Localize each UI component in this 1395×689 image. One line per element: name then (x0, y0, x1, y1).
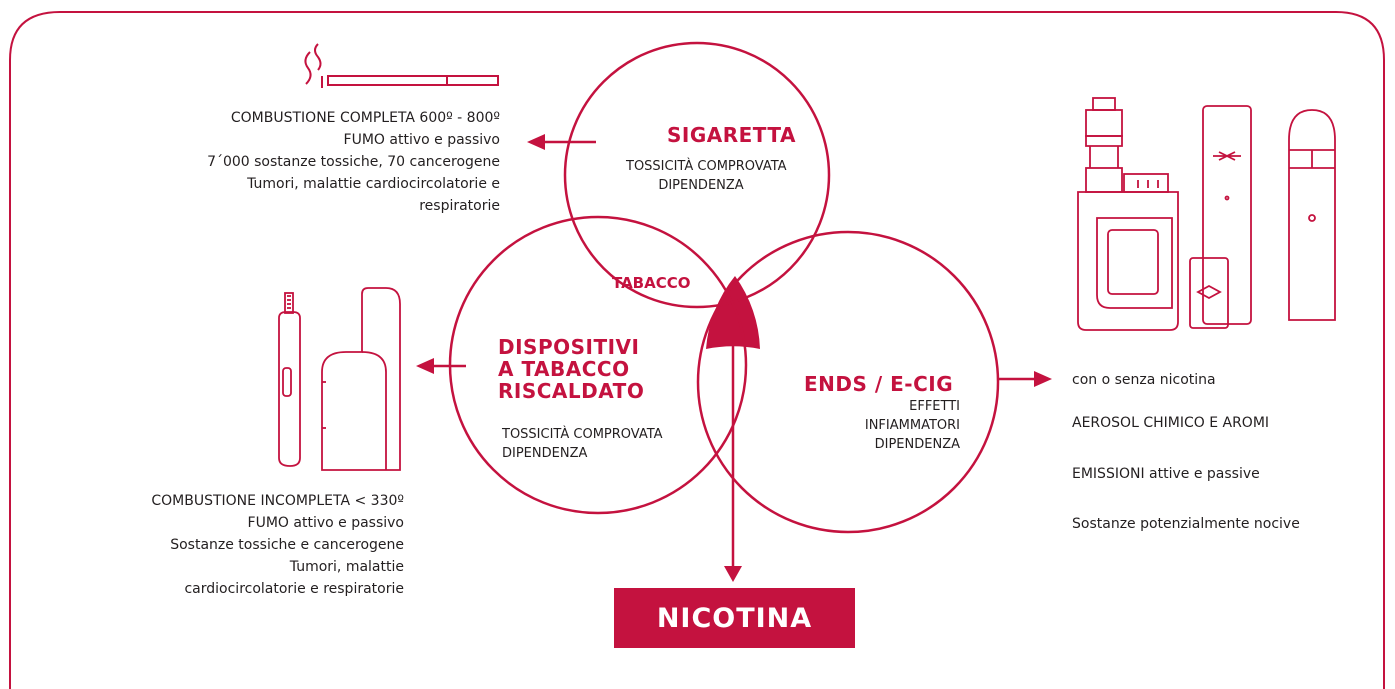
dispositivi-title-line-1: DISPOSITIVI (498, 335, 640, 359)
ecig-note-4: Sostanze potenzialmente nocive (1072, 516, 1300, 532)
sigaretta-line-1: TOSSICITÀ COMPROVATA (626, 159, 787, 174)
heated-note-2: FUMO attivo e passivo (247, 515, 404, 531)
cigarette-note-3: 7´000 sostanze tossiche, 70 cancerogene (207, 154, 500, 170)
circle-ends (696, 230, 1000, 534)
cigarette-notes: COMBUSTIONE COMPLETA 600º - 800º FUMO at… (100, 107, 500, 217)
dispositivi-line-1: TOSSICITÀ COMPROVATA (502, 427, 663, 442)
dispositivi-description: TOSSICITÀ COMPROVATA DIPENDENZA (502, 425, 663, 463)
circle-sigaretta (563, 41, 831, 309)
heated-note-1: COMBUSTIONE INCOMPLETA < 330º (151, 493, 404, 509)
ends-line-3: DIPENDENZA (874, 437, 960, 452)
heated-tobacco-device-icon (278, 287, 401, 471)
ecig-note-1: con o senza nicotina (1072, 372, 1216, 388)
heated-note-5: cardiocircolatorie e respiratorie (184, 581, 404, 597)
cigarette-icon (304, 43, 499, 88)
sigaretta-title: SIGARETTA (667, 123, 796, 147)
ends-line-1: EFFETTI (909, 399, 960, 414)
arrow-sigaretta-left (527, 134, 596, 150)
smoke-icon (304, 43, 322, 85)
cigarette-note-1: COMBUSTIONE COMPLETA 600º - 800º (230, 110, 500, 126)
heated-note-4: Tumori, malattie (289, 559, 404, 575)
arrow-ends-right (999, 371, 1052, 387)
frame-border (9, 11, 1385, 689)
tabacco-label: TABACCO (612, 274, 691, 292)
nicotina-box: NICOTINA (614, 588, 855, 648)
cigarette-note-2: FUMO attivo e passivo (343, 132, 500, 148)
ends-line-2: INFIAMMATORI (864, 418, 960, 433)
heated-notes: COMBUSTIONE INCOMPLETA < 330º FUMO attiv… (60, 490, 404, 600)
ends-title: ENDS / E-CIG (804, 372, 954, 396)
vape-kit-icon (1077, 97, 1179, 331)
dispositivi-line-2: DIPENDENZA (502, 446, 588, 461)
cigarette-note-4: Tumori, malattie cardiocircolatorie e (247, 176, 500, 192)
arrow-to-nicotina (724, 345, 742, 582)
ends-description: EFFETTI INFIAMMATORI DIPENDENZA (830, 397, 960, 454)
ecig-note-2: AEROSOL CHIMICO E AROMI (1072, 415, 1270, 431)
pod-device-icon (1189, 105, 1336, 329)
heated-note-3: Sostanze tossiche e cancerogene (170, 537, 404, 553)
arrow-dispositivi-left (416, 358, 466, 374)
cigarette-note-5: respiratorie (419, 198, 500, 214)
sigaretta-line-2: DIPENDENZA (658, 178, 744, 193)
dispositivi-title: DISPOSITIVI A TABACCO RISCALDATO (498, 336, 644, 402)
sigaretta-description: TOSSICITÀ COMPROVATA DIPENDENZA (626, 157, 787, 195)
intersection-wedge (706, 276, 760, 349)
dispositivi-title-line-3: RISCALDATO (498, 379, 645, 403)
dispositivi-title-line-2: A TABACCO (498, 357, 630, 381)
ecig-note-3: EMISSIONI attive e passive (1072, 466, 1260, 482)
